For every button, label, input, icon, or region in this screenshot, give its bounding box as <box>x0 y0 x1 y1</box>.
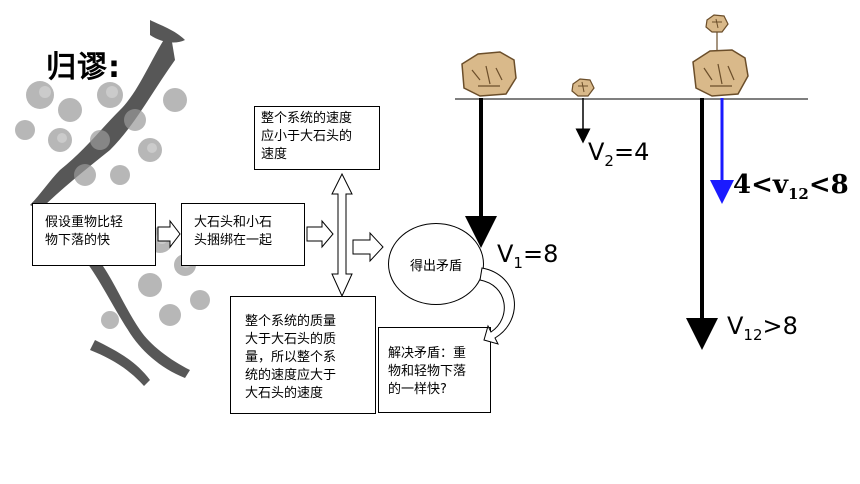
ink-flower-painting <box>15 20 224 386</box>
large-rock-right <box>692 49 749 97</box>
label-v12-greater: V12>8 <box>727 312 798 344</box>
box-resolve: 解决矛盾：重 物和轻物下落 的一样快? <box>378 327 491 413</box>
tiny-rock-top <box>705 14 729 50</box>
small-rock <box>571 78 595 97</box>
large-rock-left <box>461 51 517 97</box>
box-assume: 假设重物比轻 物下落的快 <box>32 203 156 266</box>
box-speed-less: 整个系统的速度 应小于大石头的 速度 <box>254 106 380 170</box>
page-title: 归谬: <box>46 50 121 85</box>
hollow-arrow-2 <box>306 219 334 249</box>
box-tie-together: 大石头和小石 头捆绑在一起 <box>181 203 305 266</box>
box-mass-greater: 整个系统的质量 大于大石头的质 量，所以整个系 统的速度应大于 大石头的速度 <box>230 296 376 414</box>
hollow-arrow-1 <box>157 219 181 249</box>
curved-arrow <box>479 267 515 345</box>
label-v12-range: 4<v12<8 <box>733 170 849 204</box>
label-v2: V2=4 <box>588 138 650 170</box>
double-arrow-vertical <box>331 172 353 298</box>
label-v1: V1=8 <box>497 240 559 272</box>
hollow-arrow-3 <box>352 231 384 263</box>
